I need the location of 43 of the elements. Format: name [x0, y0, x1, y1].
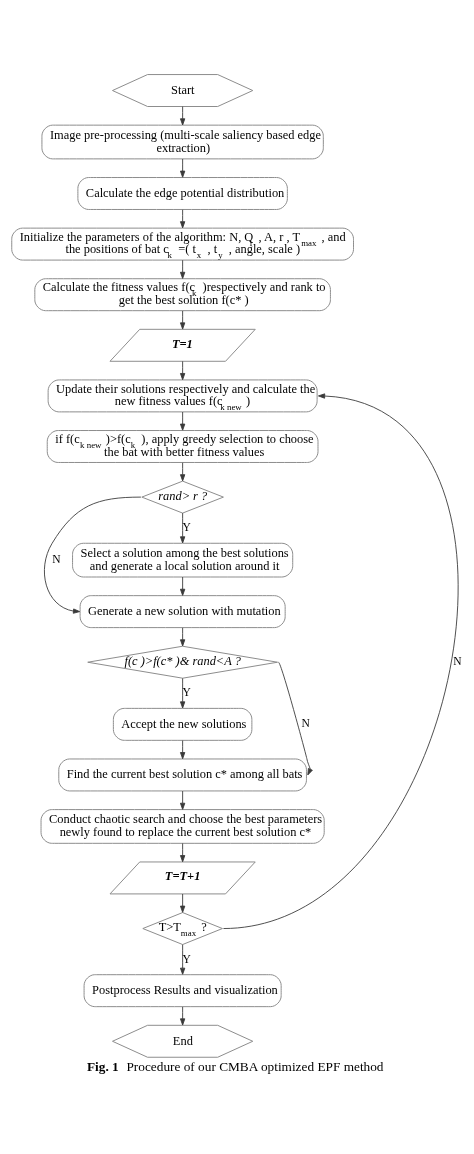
arrow — [180, 740, 186, 760]
arrow — [180, 677, 186, 709]
node-box: Postprocess Results and visualization — [83, 974, 282, 1008]
node-box: Initialize the parameters of the algorithm: N, Q$_{i}$ , A, r , T$_{max}$ , and the positions of bat c$_{k}$ =( t$_{x}$ , t$_{y}$ , angle, scale ) — [11, 227, 354, 261]
node-box: Accept the new solutions — [112, 707, 253, 741]
arrow — [180, 790, 186, 810]
arrow — [180, 209, 186, 229]
node-diamond: T>T$_{max}$ ? — [142, 912, 223, 945]
edge-label: N — [453, 655, 462, 668]
arrow — [180, 158, 186, 178]
arrow — [180, 462, 186, 482]
arrow — [180, 360, 186, 381]
arrow — [180, 106, 186, 126]
node-box: Generate a new solution with mutation — [79, 595, 286, 629]
arrow — [180, 576, 186, 596]
arrow — [180, 842, 186, 863]
node-box: Image pre-processing (multi-scale saliency based edge extraction) — [41, 124, 324, 160]
node-diamond: rand> r ? — [141, 480, 224, 514]
arrow — [180, 512, 186, 544]
arrow — [180, 944, 186, 975]
caption: Fig. 1 Procedure of our CMBA optimized EPF method — [86, 1058, 384, 1074]
arrow — [223, 393, 459, 929]
node-box: Calculate the edge potential distribution — [77, 177, 288, 210]
node-box: if f(c$_{k new}$ )>f(c$_{k}$ ), apply greedy selection to choose the bat with better fitness values — [46, 430, 319, 463]
edge-label: Y — [182, 686, 191, 699]
arrow — [180, 259, 186, 279]
edge-label: N — [301, 717, 310, 730]
arrow — [180, 310, 186, 330]
node-box: Update their solutions respectively and calculate the new fitness values f(c$_{k new}$ ) — [47, 379, 318, 413]
edge-label: Y — [182, 521, 191, 534]
node-box: Select a solution among the best solutions and generate a local solution around it — [72, 542, 294, 578]
arrow — [278, 661, 313, 776]
edge-label: Y — [182, 952, 191, 965]
arrow — [180, 627, 186, 647]
arrow — [180, 411, 186, 431]
arrow — [180, 1006, 186, 1026]
arrow — [180, 893, 186, 913]
arrow — [43, 496, 142, 614]
edge-label: N — [52, 553, 61, 566]
node-box: Find the current best solution c* among all bats — [58, 758, 307, 792]
node-box: Calculate the fitness values f(c$_{k}$ )respectively and rank to get the best solution f(c* ) — [34, 278, 331, 312]
node-box: Conduct chaotic search and choose the best parameters newly found to replace the current best solution c* — [40, 809, 325, 844]
node-diamond: f(c )>f(c* )& rand<A ? — [87, 645, 278, 679]
